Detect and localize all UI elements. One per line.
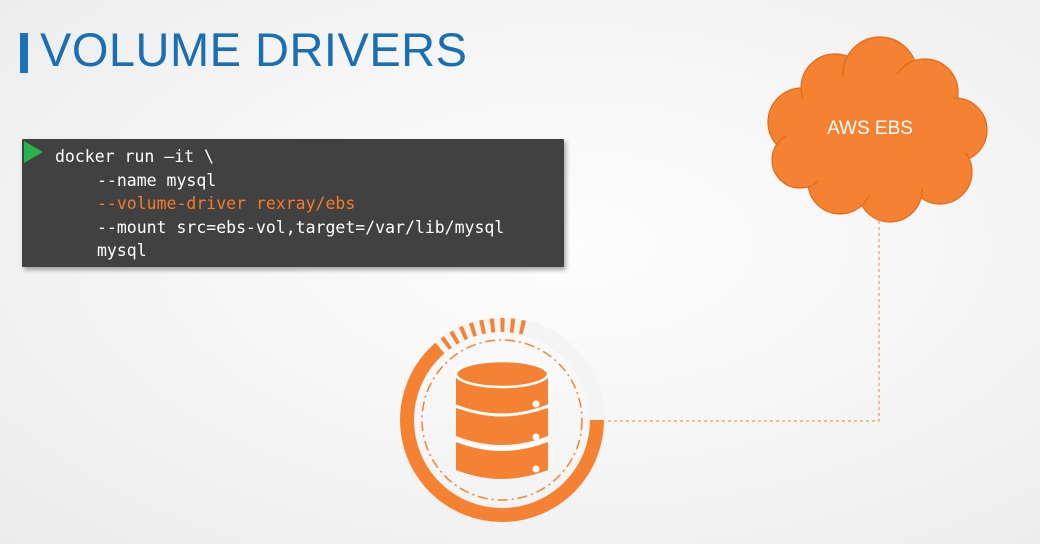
terminal-code-block: docker run –it \ --name mysql --volume-d…	[22, 139, 564, 267]
code-line-name: --name mysql	[97, 170, 217, 190]
terminal-lines: docker run –it \ --name mysql --volume-d…	[22, 145, 564, 263]
title-accent-bar	[20, 33, 28, 73]
play-triangle-icon	[24, 141, 43, 163]
code-line-image: mysql	[97, 241, 147, 260]
page-title: VOLUME DRIVERS	[40, 23, 468, 76]
code-line-docker-run: docker run –it \	[55, 147, 214, 166]
code-line-mount: --mount src=ebs-vol,target=/var/lib/mysq…	[97, 217, 505, 237]
code-line-volume-driver: --volume-driver rexray/ebs	[97, 194, 356, 213]
slide-header: VOLUME DRIVERS	[20, 22, 467, 78]
cloud-label: AWS EBS	[827, 118, 913, 139]
cloud-icon	[767, 36, 988, 223]
database-volume-icon	[399, 318, 605, 523]
